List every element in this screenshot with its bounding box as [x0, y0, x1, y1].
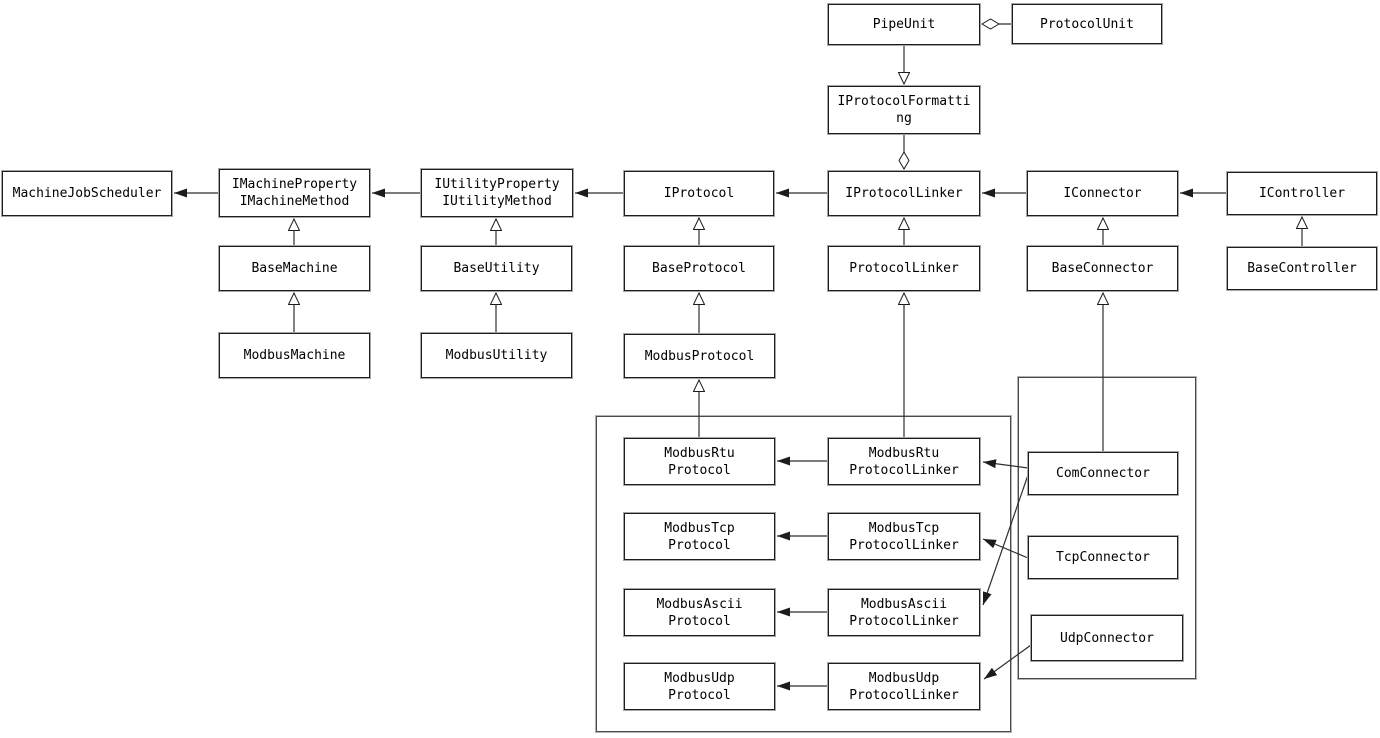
class-box-iprotocol-formatting: IProtocolFormatti ng [827, 85, 981, 135]
class-box-iconnector: IConnector [1026, 170, 1179, 217]
class-box-com-connector: ComConnector [1027, 451, 1179, 496]
class-box-protocol-unit: ProtocolUnit [1011, 3, 1163, 45]
class-box-modbus-tcp-protocol-linker: ModbusTcp ProtocolLinker [827, 512, 981, 561]
class-box-machine-job-scheduler: MachineJobScheduler [1, 170, 173, 217]
class-box-base-connector: BaseConnector [1026, 245, 1179, 292]
class-box-modbus-ascii-protocol-linker: ModbusAscii ProtocolLinker [827, 588, 981, 637]
class-box-modbus-machine: ModbusMachine [218, 332, 371, 379]
modbus-protocols-group [595, 415, 1012, 733]
class-box-iprotocol-linker: IProtocolLinker [827, 170, 981, 217]
class-box-icontroller: IController [1226, 171, 1378, 216]
connectors-group [1017, 376, 1197, 680]
edge-association-udp-connector-to-modbus-udp-protocol-linker [983, 644, 1032, 680]
class-box-modbus-ascii-protocol: ModbusAscii Protocol [623, 588, 776, 637]
class-box-base-controller: BaseController [1226, 246, 1378, 291]
class-box-modbus-rtu-protocol-linker: ModbusRtu ProtocolLinker [827, 437, 981, 486]
class-box-base-machine: BaseMachine [218, 245, 371, 292]
class-box-modbus-protocol: ModbusProtocol [623, 333, 776, 379]
class-box-tcp-connector: TcpConnector [1027, 535, 1179, 580]
class-box-modbus-utility: ModbusUtility [420, 332, 573, 379]
class-box-iutility: IUtilityProperty IUtilityMethod [420, 168, 574, 218]
class-box-modbus-rtu-protocol: ModbusRtu Protocol [623, 437, 776, 486]
class-box-modbus-tcp-protocol: ModbusTcp Protocol [623, 512, 776, 561]
class-box-modbus-udp-protocol: ModbusUdp Protocol [623, 662, 776, 711]
class-box-udp-connector: UdpConnector [1030, 614, 1184, 662]
class-box-protocol-linker: ProtocolLinker [827, 245, 981, 292]
class-box-base-utility: BaseUtility [420, 245, 573, 292]
edge-association-com-connector-to-modbus-rtu-protocol-linker [982, 459, 1029, 469]
class-box-pipe-unit: PipeUnit [827, 3, 981, 46]
class-box-imachine: IMachineProperty IMachineMethod [218, 168, 371, 218]
class-box-modbus-udp-protocol-linker: ModbusUdp ProtocolLinker [827, 662, 981, 711]
class-box-base-protocol: BaseProtocol [623, 245, 775, 292]
class-box-iprotocol: IProtocol [623, 170, 775, 217]
edge-association-com-connector-to-modbus-ascii-protocol-linker [982, 474, 1029, 606]
edge-association-tcp-connector-to-modbus-tcp-protocol-linker [982, 538, 1029, 559]
